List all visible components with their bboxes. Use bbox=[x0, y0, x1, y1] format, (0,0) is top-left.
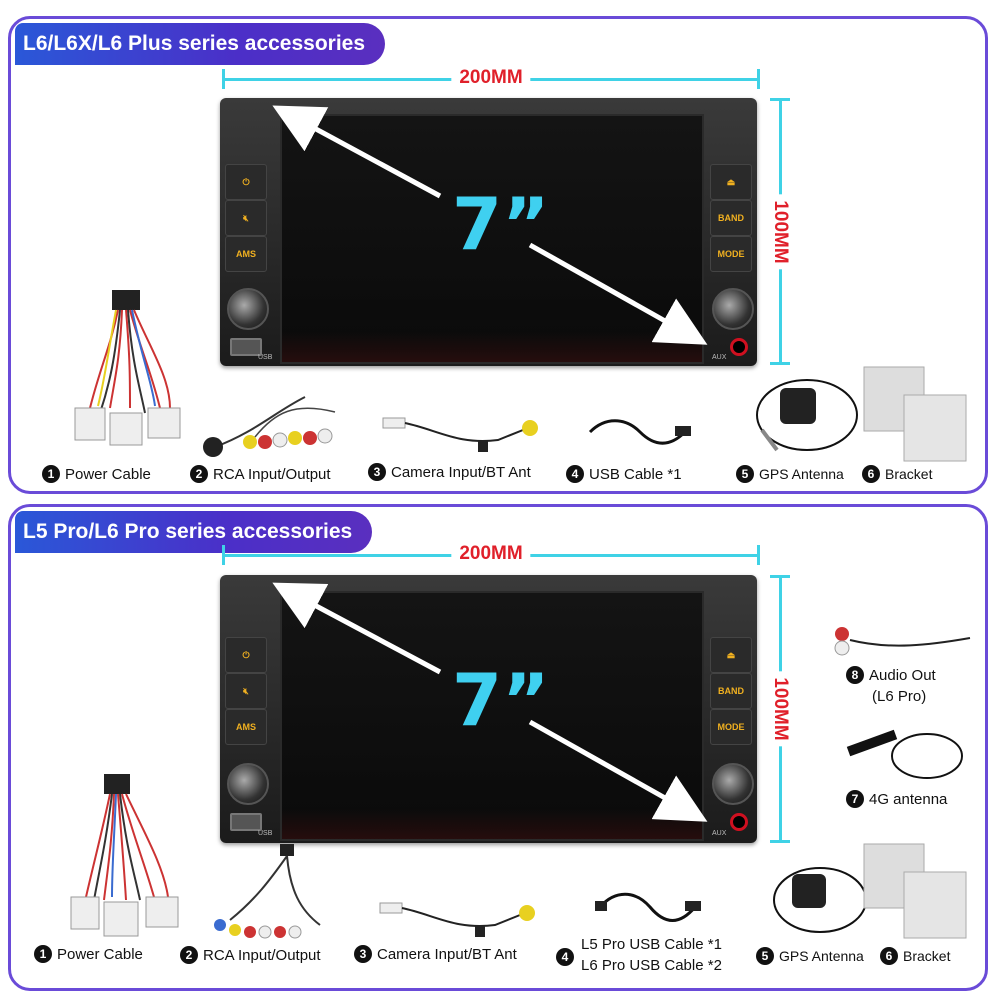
usb-cable-image bbox=[585, 412, 695, 452]
audio-out-cable-image bbox=[830, 620, 980, 660]
usb-cable-image bbox=[595, 885, 705, 930]
home-icon: ⏏ bbox=[726, 650, 736, 660]
width-dimension: 200MM bbox=[222, 67, 760, 89]
section-title: L6/L6X/L6 Plus series accessories bbox=[15, 23, 386, 65]
home-button[interactable]: ⏏ bbox=[710, 164, 752, 200]
bracket-image bbox=[862, 842, 974, 942]
rca-cable-image bbox=[195, 392, 355, 462]
usb-label: USB bbox=[258, 354, 273, 361]
power-button[interactable]: ⏻ bbox=[225, 637, 267, 673]
display-screen bbox=[280, 591, 704, 841]
mute-icon: 🔇︎ bbox=[243, 686, 249, 696]
accessory-8-caption-line2: (L6 Pro) bbox=[872, 688, 927, 705]
width-dimension: 200MM bbox=[222, 543, 760, 565]
bracket-image bbox=[862, 365, 974, 465]
accessory-4-caption: 4 bbox=[556, 948, 579, 966]
screen-size-label: 7” bbox=[452, 182, 550, 266]
band-button[interactable]: BAND bbox=[710, 673, 752, 709]
mute-button[interactable]: 🔇︎ bbox=[225, 200, 267, 236]
head-unit: ⏻ 🔇︎ AMS USB ⏏ BAND MODE AUX bbox=[220, 575, 757, 843]
usb-label: USB bbox=[258, 830, 273, 837]
aux-port bbox=[730, 813, 748, 831]
screen-size-label: 7” bbox=[452, 658, 550, 742]
head-unit: ⏻ 🔇︎ AMS USB ⏏ BAND MODE AUX bbox=[220, 98, 757, 366]
4g-antenna-image bbox=[842, 716, 972, 786]
display-screen bbox=[280, 114, 704, 364]
tune-knob[interactable] bbox=[712, 763, 754, 805]
height-dimension: 100MM bbox=[769, 98, 791, 365]
ams-button[interactable]: AMS bbox=[225, 709, 267, 745]
power-cable-image bbox=[70, 288, 190, 453]
height-dimension: 100MM bbox=[769, 575, 791, 843]
mute-icon: 🔇︎ bbox=[243, 213, 249, 223]
aux-port bbox=[730, 338, 748, 356]
aux-label: AUX bbox=[712, 354, 727, 361]
gps-antenna-image bbox=[770, 858, 870, 943]
power-cable-image bbox=[68, 772, 188, 942]
camera-cable-image bbox=[375, 895, 545, 945]
usb-port bbox=[230, 813, 262, 831]
home-button[interactable]: ⏏ bbox=[710, 637, 752, 673]
camera-cable-image bbox=[378, 410, 548, 460]
power-icon: ⏻ bbox=[242, 650, 250, 660]
volume-knob[interactable] bbox=[227, 288, 269, 330]
mode-button[interactable]: MODE bbox=[710, 709, 752, 745]
aux-label: AUX bbox=[712, 830, 727, 837]
width-label: 200MM bbox=[451, 67, 531, 89]
gps-antenna-image bbox=[752, 370, 862, 460]
tune-knob[interactable] bbox=[712, 288, 754, 330]
mute-button[interactable]: 🔇︎ bbox=[225, 673, 267, 709]
accessory-4-caption-line2: L6 Pro USB Cable *2 bbox=[581, 957, 722, 974]
power-button[interactable]: ⏻ bbox=[225, 164, 267, 200]
width-label: 200MM bbox=[451, 543, 531, 565]
usb-port bbox=[230, 338, 262, 356]
band-button[interactable]: BAND bbox=[710, 200, 752, 236]
power-icon: ⏻ bbox=[242, 177, 250, 187]
rca-cable-image bbox=[200, 840, 350, 945]
home-icon: ⏏ bbox=[726, 177, 736, 187]
mode-button[interactable]: MODE bbox=[710, 236, 752, 272]
accessory-4-caption-line1: L5 Pro USB Cable *1 bbox=[581, 936, 722, 953]
ams-button[interactable]: AMS bbox=[225, 236, 267, 272]
volume-knob[interactable] bbox=[227, 763, 269, 805]
section-title: L5 Pro/L6 Pro series accessories bbox=[15, 511, 373, 553]
